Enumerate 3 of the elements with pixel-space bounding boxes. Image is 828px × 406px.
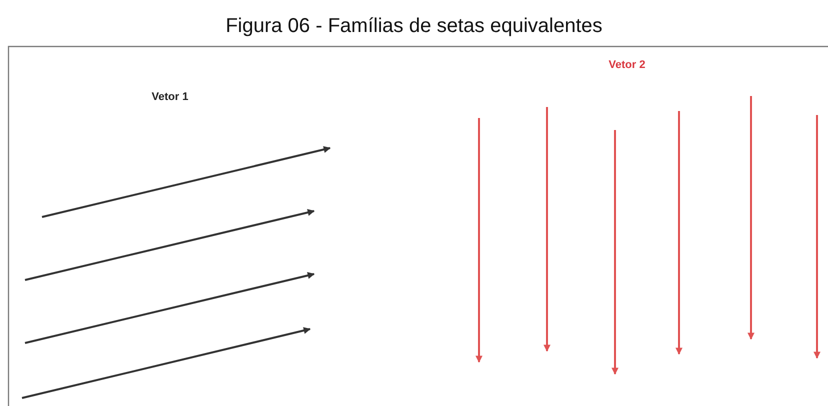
vector-label: Vetor 2: [608, 59, 646, 71]
figure-title: Figura 06 - Famílias de setas equivalentes: [224, 15, 604, 38]
vector-label: Vetor 1: [152, 91, 188, 103]
